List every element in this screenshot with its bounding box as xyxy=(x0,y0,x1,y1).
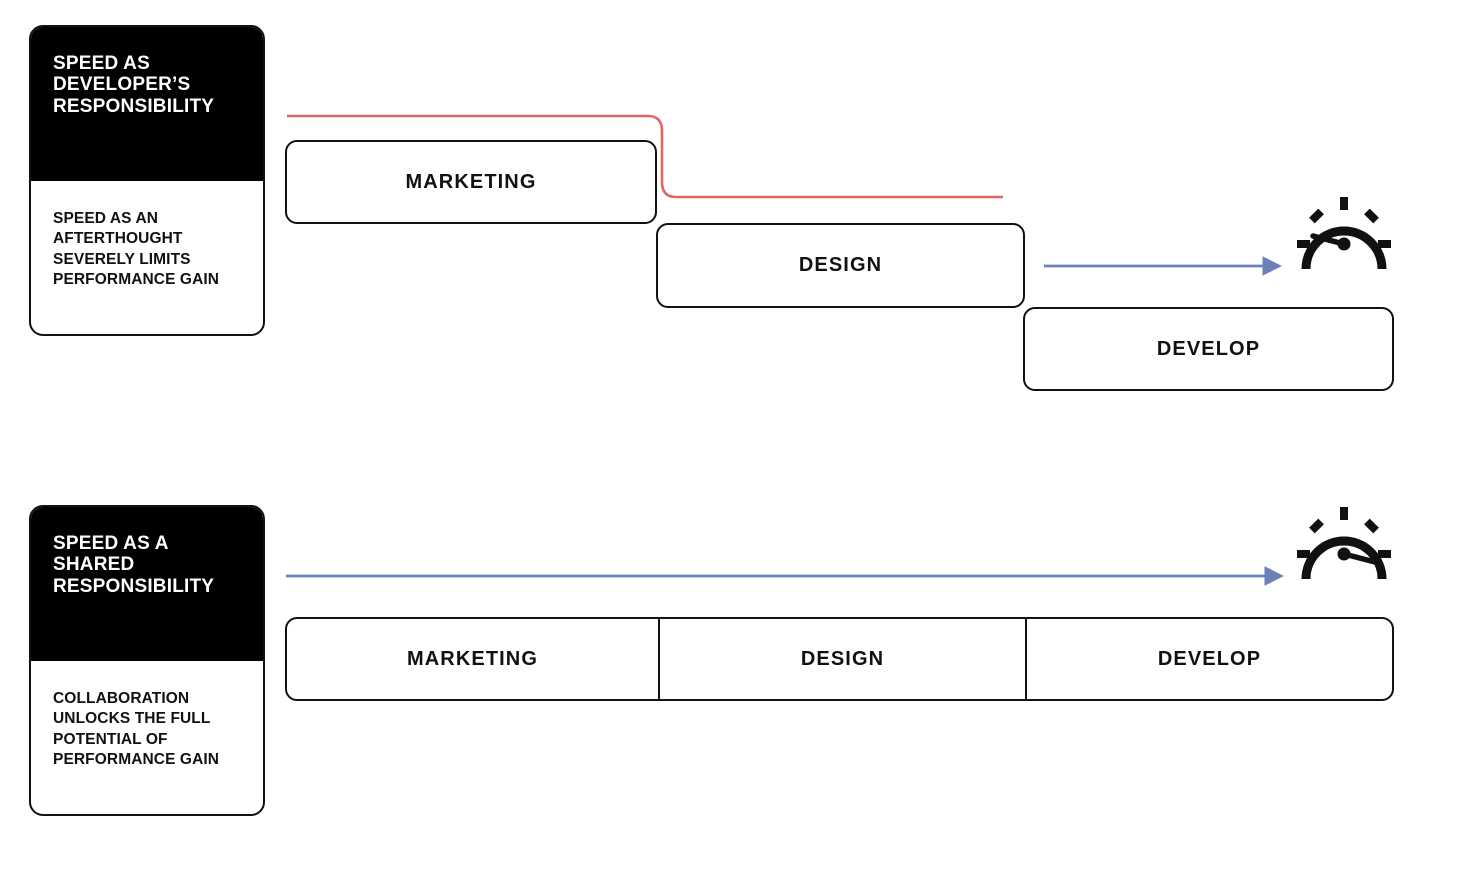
stage-box-design-bottom[interactable]: DESIGN xyxy=(658,619,1025,699)
label-card-developer-responsibility: SPEED AS DEVELOPER’S RESPONSIBILITY SPEE… xyxy=(29,25,265,336)
stage-label: DEVELOP xyxy=(1156,337,1261,360)
stage-box-develop-bottom[interactable]: DEVELOP xyxy=(1025,619,1392,699)
speedometer-high-icon xyxy=(1297,507,1391,580)
card-body: SPEED AS AN AFTERTHOUGHT SEVERELY LIMITS… xyxy=(31,181,263,317)
card-heading: SPEED AS A SHARED RESPONSIBILITY xyxy=(31,507,263,661)
card-body: COLLABORATION UNLOCKS THE FULL POTENTIAL… xyxy=(31,661,263,797)
label-card-shared-responsibility: SPEED AS A SHARED RESPONSIBILITY COLLABO… xyxy=(29,505,265,816)
stage-label: DESIGN xyxy=(800,647,885,670)
card-heading: SPEED AS DEVELOPER’S RESPONSIBILITY xyxy=(31,27,263,181)
stage-label: MARKETING xyxy=(405,170,537,193)
stage-box-develop-top[interactable]: DEVELOP xyxy=(1023,307,1394,391)
stage-label: MARKETING xyxy=(406,647,538,670)
stage-label: DESIGN xyxy=(798,254,883,276)
stage-box-design-top[interactable]: DESIGN xyxy=(656,223,1025,308)
stage-box-marketing-bottom[interactable]: MARKETING xyxy=(287,619,658,699)
stage-label: DEVELOP xyxy=(1157,647,1262,670)
speedometer-low-icon xyxy=(1297,197,1391,270)
combined-stage-bar: MARKETING DESIGN DEVELOP xyxy=(285,617,1394,701)
stage-box-marketing-top[interactable]: MARKETING xyxy=(285,140,657,224)
